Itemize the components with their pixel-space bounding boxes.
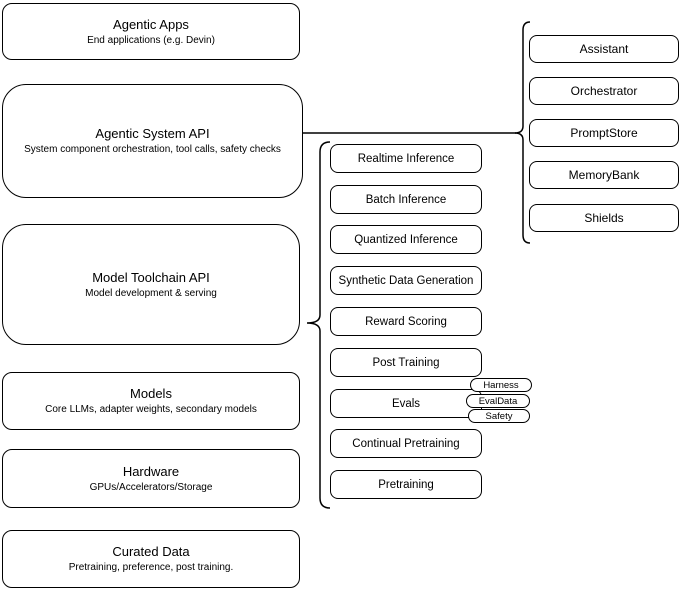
node-synthetic-data-generation: Synthetic Data Generation [330, 266, 482, 295]
node-title: Model Toolchain API [92, 269, 210, 285]
node-subtitle: Model development & serving [85, 287, 217, 299]
node-model-toolchain-api: Model Toolchain API Model development & … [2, 224, 300, 345]
node-curated-data: Curated Data Pretraining, preference, po… [2, 530, 300, 588]
node-models: Models Core LLMs, adapter weights, secon… [2, 372, 300, 430]
tag-safety: Safety [468, 409, 530, 423]
node-post-training: Post Training [330, 348, 482, 377]
node-subtitle: Pretraining, preference, post training. [68, 562, 234, 573]
node-subtitle: Core LLMs, adapter weights, secondary mo… [45, 404, 257, 415]
node-memorybank: MemoryBank [529, 161, 679, 189]
node-title: Curated Data [112, 544, 190, 559]
node-reward-scoring: Reward Scoring [330, 307, 482, 336]
node-promptstore: PromptStore [529, 119, 679, 147]
node-realtime-inference: Realtime Inference [330, 144, 482, 173]
node-agentic-apps: Agentic Apps End applications (e.g. Devi… [2, 3, 300, 60]
node-assistant: Assistant [529, 35, 679, 63]
node-agentic-system-api: Agentic System API System component orch… [2, 84, 303, 198]
node-shields: Shields [529, 204, 679, 232]
toolchain-group-brace [306, 141, 331, 509]
node-orchestrator: Orchestrator [529, 77, 679, 105]
node-subtitle: End applications (e.g. Devin) [87, 34, 215, 46]
node-hardware: Hardware GPUs/Accelerators/Storage [2, 449, 300, 508]
node-evals: Evals [330, 389, 482, 418]
tag-evaldata: EvalData [466, 394, 530, 408]
node-title: Models [130, 386, 172, 401]
node-title: Agentic Apps [113, 16, 189, 32]
node-subtitle: System component orchestration, tool cal… [24, 144, 281, 155]
node-title: Hardware [122, 463, 180, 479]
tag-harness: Harness [470, 378, 532, 392]
node-title: Agentic System API [95, 126, 210, 141]
system-group-brace [514, 21, 531, 244]
node-subtitle: GPUs/Accelerators/Storage [89, 481, 213, 493]
node-quantized-inference: Quantized Inference [330, 225, 482, 254]
node-pretraining: Pretraining [330, 470, 482, 499]
node-batch-inference: Batch Inference [330, 185, 482, 214]
node-continual-pretraining: Continual Pretraining [330, 429, 482, 458]
